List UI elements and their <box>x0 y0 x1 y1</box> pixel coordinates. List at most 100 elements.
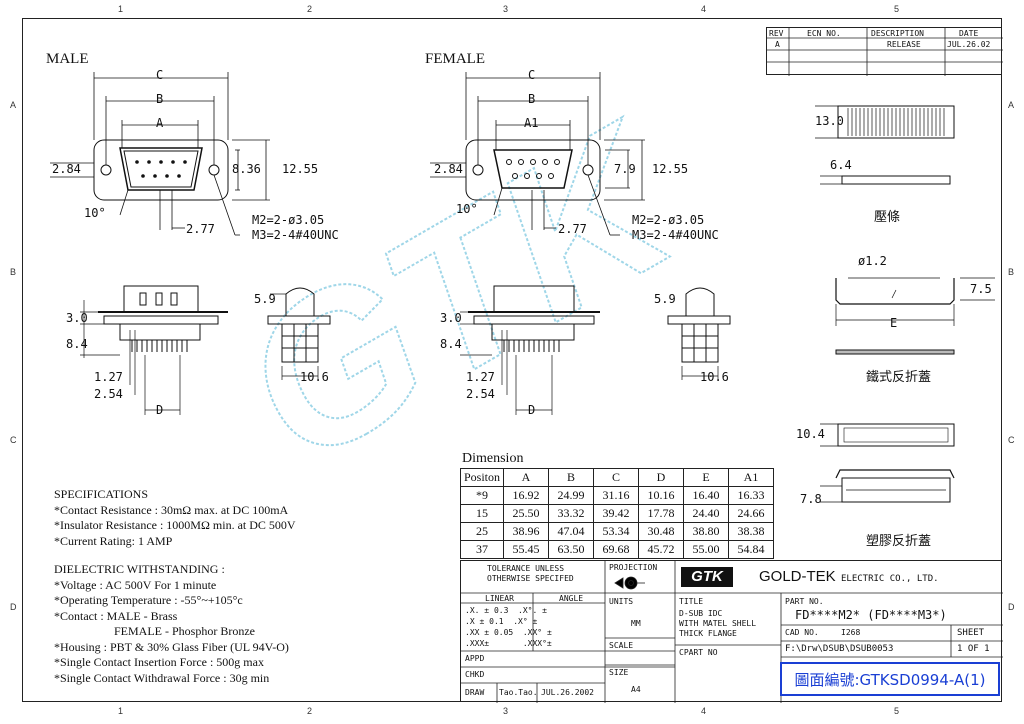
dim-c-female: C <box>528 68 536 82</box>
tol-cell: 0.1 <box>489 617 504 626</box>
m2-note-male: M2=2-ø3.05 <box>252 213 325 227</box>
specifications-title: SPECIFICATIONS <box>54 487 149 501</box>
female-dimension-lines <box>430 72 645 236</box>
company-name: GOLD-TEK <box>759 568 836 585</box>
dim-84-male: 8.4 <box>66 337 88 351</box>
header-cell: Positon <box>459 468 505 487</box>
drawer-name: Tao.Tao. <box>499 688 538 697</box>
tol-cell: .XXX± <box>465 639 490 648</box>
dielectric-title: DIELECTRIC WITHSTANDING : <box>54 562 225 576</box>
zone-5-top: 5 <box>894 4 900 14</box>
part-no-label: PART NO. <box>785 597 824 606</box>
description-value: RELEASE <box>887 40 921 49</box>
units-value: MM <box>631 619 641 628</box>
projection-label: PROJECTION <box>609 563 658 572</box>
dim-78: 7.8 <box>800 492 822 506</box>
table-cell: 55.45 <box>503 540 550 559</box>
zone-2-top: 2 <box>307 4 313 14</box>
table-cell: 24.99 <box>548 486 595 505</box>
male-title: MALE <box>46 51 89 67</box>
tol-cell: .X. <box>465 606 480 615</box>
dim-106-female: 10.6 <box>700 370 729 384</box>
table-cell: 16.40 <box>683 486 730 505</box>
table-cell: 16.92 <box>503 486 550 505</box>
dim-12: ø1.2 <box>858 254 887 268</box>
dim-1255-female: 12.55 <box>652 162 689 176</box>
zone-d-left: D <box>10 602 17 612</box>
dim-254-male: 2.54 <box>94 387 123 401</box>
table-cell: 63.50 <box>548 540 595 559</box>
draw-label: DRAW <box>465 688 485 697</box>
spec-line: *Current Rating: 1 AMP <box>54 533 173 548</box>
table-cell: 45.72 <box>638 540 685 559</box>
header-cell: A1 <box>728 468 775 487</box>
table-cell: 55.00 <box>683 540 730 559</box>
tol-cell: ± <box>484 628 490 637</box>
part-no-value: FD****M2* (FD****M3*) <box>795 608 947 622</box>
female-title: FEMALE <box>425 51 485 67</box>
file-path: F:\Drw\DSUB\DSUB0053 <box>785 644 894 654</box>
female-sockets <box>506 159 560 179</box>
plastic-cover-label: 塑膠反折蓋 <box>866 534 932 549</box>
table-cell: 24.66 <box>728 504 775 523</box>
tol-cell: .XXX°± <box>522 639 552 648</box>
dim-106-male: 10.6 <box>300 370 329 384</box>
revision-block: REV ECN NO. DESCRIPTION DATE A RELEASE J… <box>766 27 1003 76</box>
table-cell: 15 <box>459 504 505 523</box>
dim-1255-male: 12.55 <box>282 162 319 176</box>
chkd-label: CHKD <box>465 670 485 679</box>
male-end-view <box>267 287 331 380</box>
female-side-view <box>460 285 600 415</box>
sheet-value: 1 OF 1 <box>957 644 990 654</box>
dim-836-male: 8.36 <box>232 162 261 176</box>
header-cell: D <box>638 468 685 487</box>
size-label: SIZE <box>609 668 629 677</box>
table-cell: 10.16 <box>638 486 685 505</box>
zone-5-bottom: 5 <box>894 706 900 716</box>
draw-date: JUL.26.2002 <box>541 688 594 697</box>
dim-284-female: 2.84 <box>434 162 463 176</box>
tol-cell: 0.3 <box>493 606 509 615</box>
dim-59-male: 5.9 <box>254 292 276 306</box>
dielectric-line: FEMALE - Phosphor Bronze <box>114 624 255 638</box>
table-cell: 16.33 <box>728 486 775 505</box>
specifications-block: SPECIFICATIONS *Contact Resistance : 30m… <box>54 487 296 549</box>
header-cell: B <box>548 468 595 487</box>
title-label: TITLE <box>679 597 704 606</box>
tol-cell: .XX <box>465 628 480 637</box>
dielectric-line: *Operating Temperature : -55°~+105°c <box>54 593 243 607</box>
table-cell: 37 <box>459 540 505 559</box>
title-line: D-SUB IDC <box>679 609 723 618</box>
table-cell: 69.68 <box>593 540 640 559</box>
appd-label: APPD <box>465 654 485 663</box>
dim-75: 7.5 <box>970 282 992 296</box>
dim-79-female: 7.9 <box>614 162 636 176</box>
ecn-header: ECN NO. <box>807 29 841 38</box>
zone-3-top: 3 <box>503 4 509 14</box>
dim-b-female: B <box>528 92 536 106</box>
strain-relief-bar <box>815 105 955 185</box>
dim-30-male: 3.0 <box>66 311 88 325</box>
table-header-row: Positon A B C D E A1 <box>459 468 775 487</box>
units-label: UNITS <box>609 597 634 606</box>
dim-a1-female: A1 <box>524 116 539 130</box>
m3-note-male: M3=2-4#40UNC <box>252 228 339 242</box>
dim-277-male: 2.77 <box>186 222 215 236</box>
zone-1-top: 1 <box>118 4 124 14</box>
male-hole-right <box>208 164 220 176</box>
female-hole-right <box>582 164 594 176</box>
tol-cell: .X° <box>513 617 528 626</box>
title-block-grid <box>461 561 1003 703</box>
dim-277-female: 2.77 <box>558 222 587 236</box>
tol-row-4: .XXX± .XXX°± <box>465 638 552 649</box>
dim-b-male: B <box>156 92 164 106</box>
spec-line: *Contact Resistance : 30mΩ max. at DC 10… <box>54 502 289 517</box>
zone-a-right: A <box>1008 100 1015 110</box>
zone-d-right: D <box>1008 602 1015 612</box>
table-cell: 31.16 <box>593 486 640 505</box>
